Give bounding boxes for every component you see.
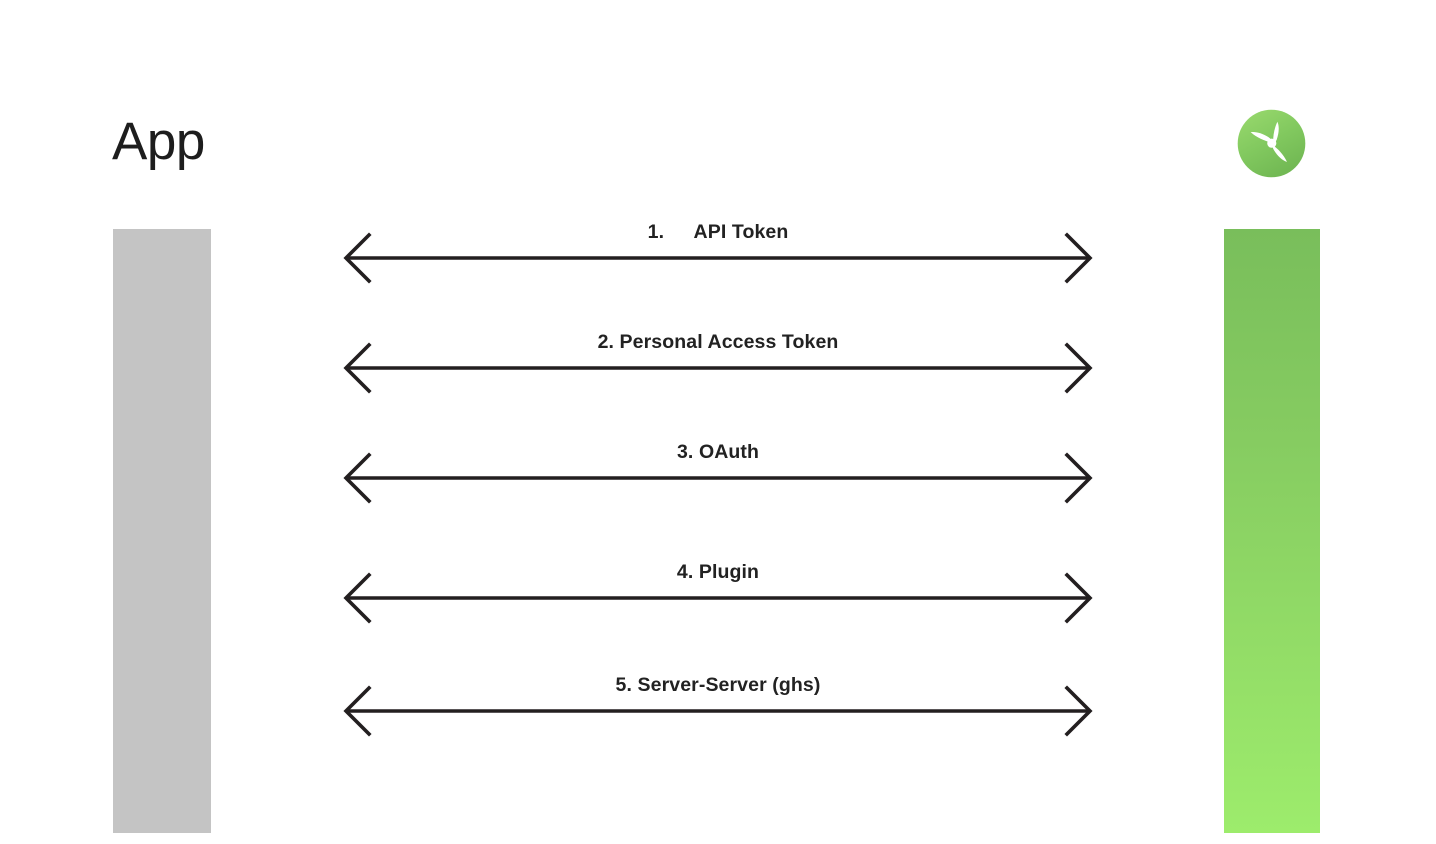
message-label: 4. Plugin [676,560,760,583]
propeller-logo-icon [1237,109,1306,178]
message-label: 2. Personal Access Token [597,330,839,353]
left-actor-lifeline [113,229,211,833]
message-label: 1. API Token [647,220,789,243]
right-actor-lifeline [1224,229,1320,833]
page-title: App [112,112,205,171]
message-label: 5. Server-Server (ghs) [615,673,821,696]
message-label: 3. OAuth [676,440,760,463]
